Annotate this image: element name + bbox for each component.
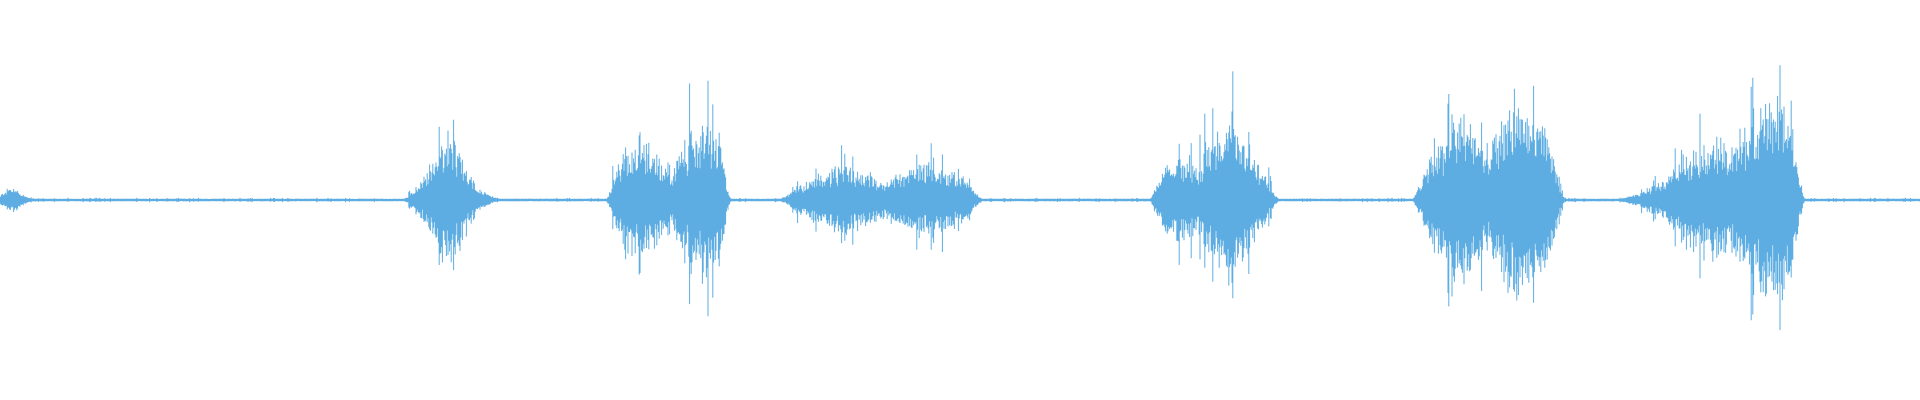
waveform-trace xyxy=(0,65,1920,331)
